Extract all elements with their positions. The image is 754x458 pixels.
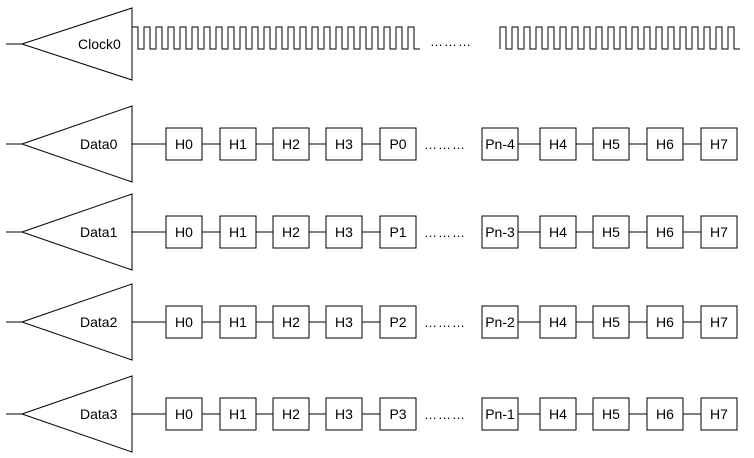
lane-cell-label: H0 (175, 314, 193, 330)
lane-cell-box (379, 215, 417, 249)
lane-cell-label: H7 (710, 314, 728, 330)
lane-cell-label: H3 (335, 314, 353, 330)
lane-cell-box (700, 215, 738, 249)
lane-cell-label: Pn-3 (485, 224, 515, 240)
lane-cell-box (272, 305, 310, 339)
lane-cell-box (481, 215, 519, 249)
clock-label: Clock0 (78, 36, 121, 52)
lane-cell-label: P0 (389, 136, 406, 152)
lane-cell-label: H4 (549, 406, 567, 422)
lane-cell-label: H4 (549, 314, 567, 330)
data-lane-3: Data3 H0 H1 H2 H3 P3 Pn-1 H4 H5 H6 H7 ……… (6, 375, 738, 453)
lane-cell-label: Pn-2 (485, 314, 515, 330)
lane-cell-box (700, 127, 738, 161)
lane-ellipsis: ……… (424, 137, 466, 152)
lane-cell-label: H0 (175, 224, 193, 240)
lane-cell-label: H2 (282, 314, 300, 330)
lane-cell-label: H5 (602, 314, 620, 330)
lane-cell-box (592, 397, 630, 431)
lane-cell-box (539, 215, 577, 249)
lane-cell-box (481, 305, 519, 339)
lane-cell-box (379, 397, 417, 431)
lane-cell-box (481, 127, 519, 161)
data-lane-1: Data1 H0 H1 H2 H3 P1 Pn-3 H4 H5 H6 H7 ……… (6, 193, 738, 271)
lane-cell-label: H5 (602, 136, 620, 152)
lane-cell-box (481, 397, 519, 431)
lane-label: Data2 (80, 314, 118, 330)
lane-cell-box (539, 305, 577, 339)
lane-cell-box (165, 305, 203, 339)
lane-cell-box (539, 127, 577, 161)
lane-cell-label: H6 (656, 224, 674, 240)
lane-cell-box (592, 215, 630, 249)
clock-row: Clock0 ……… (6, 7, 740, 81)
lane-cell-box (700, 397, 738, 431)
lane-cell-label: H1 (229, 406, 247, 422)
lane-cell-box (592, 305, 630, 339)
data-lane-2: Data2 H0 H1 H2 H3 P2 Pn-2 H4 H5 H6 H7 ……… (6, 283, 738, 361)
lane-cell-box (646, 127, 684, 161)
lane-cell-box (325, 215, 363, 249)
lane-cell-box (219, 397, 257, 431)
lane-cell-label: H2 (282, 136, 300, 152)
lane-cell-label: H4 (549, 224, 567, 240)
lane-cell-box (379, 305, 417, 339)
lane-cell-label: Pn-4 (485, 136, 515, 152)
lane-cell-label: H1 (229, 224, 247, 240)
lane-ellipsis: ……… (424, 407, 466, 422)
lane-cell-label: H7 (710, 224, 728, 240)
lane-cell-label: H4 (549, 136, 567, 152)
lane-cell-label: H3 (335, 224, 353, 240)
lane-cell-box (165, 397, 203, 431)
lane-cell-box (700, 305, 738, 339)
lane-cell-label: H0 (175, 406, 193, 422)
lane-cell-label: P3 (389, 406, 406, 422)
lane-cell-label: H7 (710, 136, 728, 152)
lane-cell-label: H6 (656, 314, 674, 330)
lane-cell-label: H7 (710, 406, 728, 422)
lane-cell-label: P2 (389, 314, 406, 330)
lane-cell-box (272, 127, 310, 161)
lane-cell-label: H2 (282, 406, 300, 422)
lane-cell-label: H0 (175, 136, 193, 152)
lane-cell-label: H2 (282, 224, 300, 240)
lane-cell-label: H1 (229, 314, 247, 330)
lane-cell-label: H1 (229, 136, 247, 152)
lane-cell-box (272, 215, 310, 249)
clock-ellipsis: ……… (430, 34, 472, 49)
lane-label: Data0 (80, 136, 118, 152)
lane-label: Data1 (80, 224, 118, 240)
lane-cell-box (165, 215, 203, 249)
lane-cell-label: H6 (656, 136, 674, 152)
lane-cell-label: H5 (602, 406, 620, 422)
data-lane-0: Data0 H0 H1 H2 H3 P0 Pn-4 H4 H5 H6 H7 ……… (6, 105, 738, 183)
lane-cell-label: H3 (335, 406, 353, 422)
lane-cell-box (379, 127, 417, 161)
lane-cell-label: Pn-1 (485, 406, 515, 422)
lane-label: Data3 (80, 406, 118, 422)
clock-waveform-segment-2 (499, 26, 740, 50)
lane-ellipsis: ……… (424, 225, 466, 240)
lane-cell-label: P1 (389, 224, 406, 240)
lane-cell-box (325, 305, 363, 339)
lane-cell-label: H3 (335, 136, 353, 152)
clock-waveform-segment-1 (131, 26, 420, 50)
lane-cell-label: H5 (602, 224, 620, 240)
lane-ellipsis: ……… (424, 315, 466, 330)
lane-cell-box (646, 305, 684, 339)
lane-cell-label: H6 (656, 406, 674, 422)
